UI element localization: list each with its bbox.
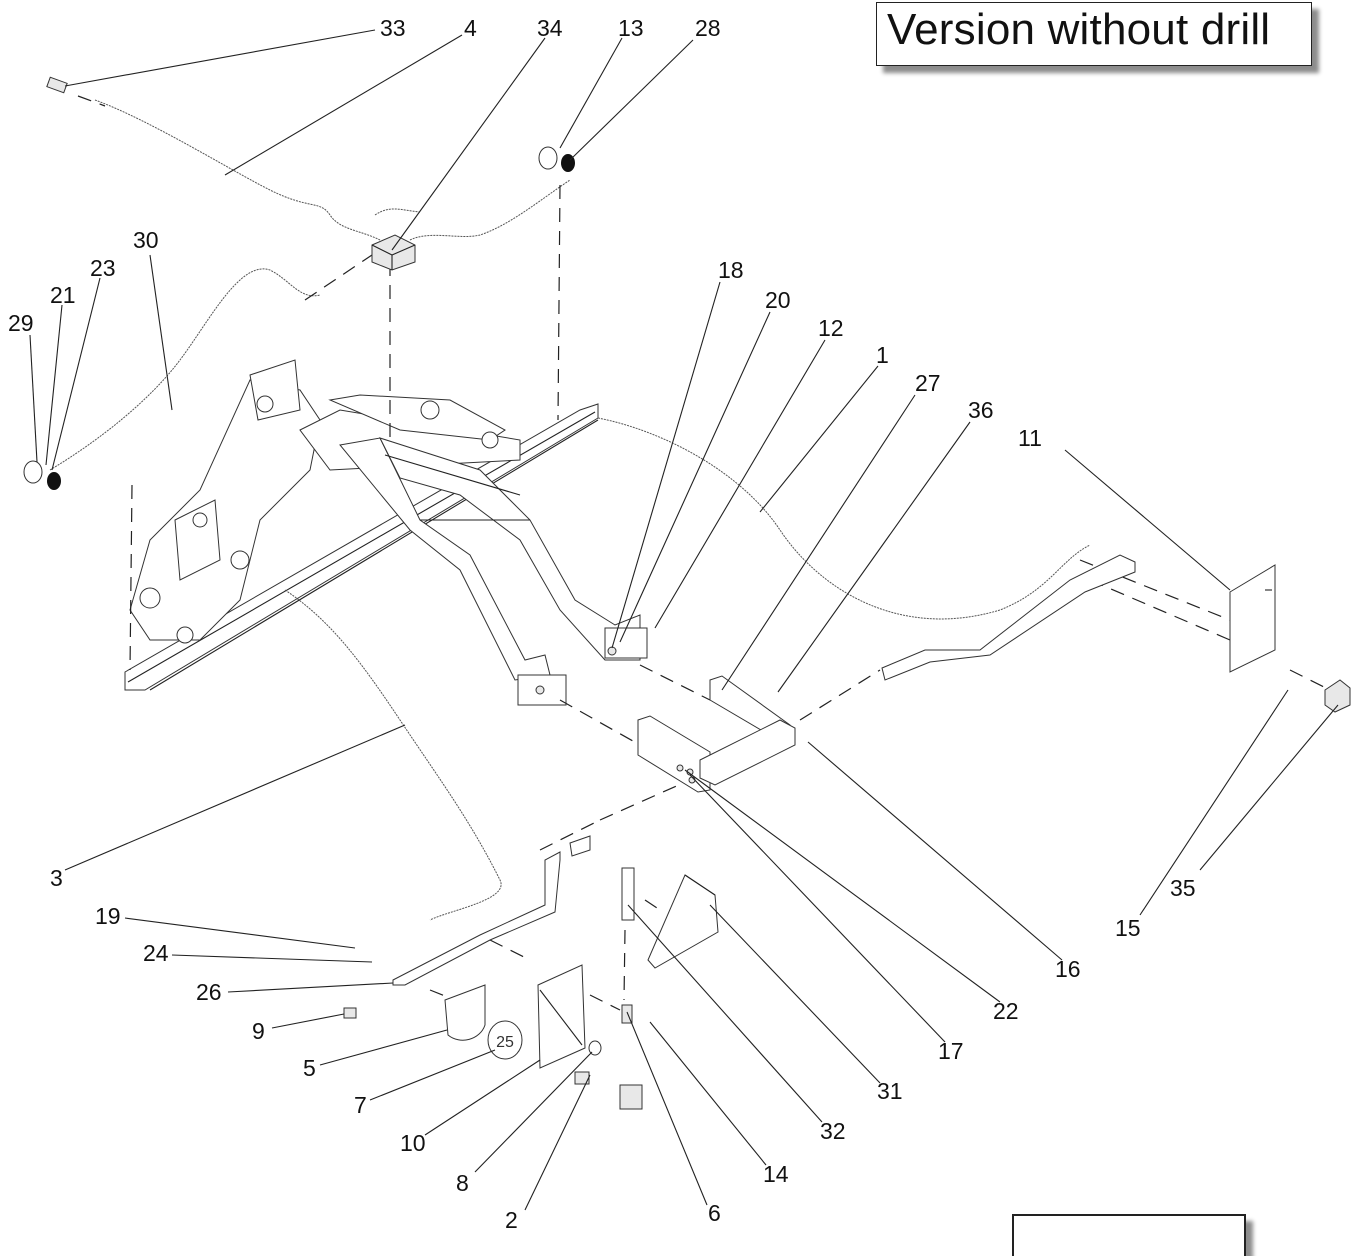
lamp-housing-35 bbox=[1324, 679, 1351, 713]
callout-35: 35 bbox=[1170, 875, 1196, 901]
callout-26: 26 bbox=[196, 979, 222, 1005]
box-31 bbox=[647, 874, 719, 969]
cable-1 bbox=[597, 417, 1091, 620]
callout-19: 19 bbox=[95, 903, 121, 929]
callout-28: 28 bbox=[695, 15, 721, 41]
cables bbox=[49, 99, 1091, 921]
callout-33: 33 bbox=[380, 15, 406, 41]
callout-1: 1 bbox=[876, 342, 889, 368]
cable-3 bbox=[284, 589, 502, 921]
clip-9 bbox=[343, 1007, 357, 1019]
cable-30 bbox=[49, 268, 321, 471]
callout-11: 11 bbox=[1018, 425, 1042, 451]
callout-20: 20 bbox=[765, 287, 791, 313]
callout-23: 23 bbox=[90, 255, 116, 281]
callout-29: 29 bbox=[8, 310, 34, 336]
crossbar-16 bbox=[699, 719, 796, 786]
callout-3: 3 bbox=[50, 865, 63, 891]
bracket-32 bbox=[621, 867, 635, 921]
callout-13: 13 bbox=[618, 15, 644, 41]
callout-labels: 33 4 34 13 28 30 23 21 29 18 20 12 1 27 … bbox=[8, 15, 1196, 1233]
callout-36: 36 bbox=[968, 397, 994, 423]
callout-9: 9 bbox=[252, 1018, 265, 1044]
callout-22: 22 bbox=[993, 998, 1019, 1024]
next-version-title-box bbox=[1012, 1214, 1246, 1256]
callout-27: 27 bbox=[915, 370, 941, 396]
connector-33 bbox=[46, 76, 68, 94]
speed-sign-7 bbox=[487, 1020, 523, 1060]
speed-sign-label: 25 bbox=[496, 1034, 514, 1051]
callout-8: 8 bbox=[456, 1170, 469, 1196]
callout-7: 7 bbox=[354, 1092, 367, 1118]
callout-34: 34 bbox=[537, 15, 563, 41]
callout-12: 12 bbox=[818, 315, 844, 341]
extension-arm-right bbox=[881, 554, 1136, 681]
arm-26 bbox=[392, 851, 561, 986]
assembly-guides bbox=[77, 95, 1331, 1011]
version-title: Version without drill bbox=[887, 5, 1271, 54]
warning-panel-10 bbox=[537, 964, 586, 1069]
lamp-23 bbox=[47, 472, 61, 490]
warning-panel-11 bbox=[1229, 564, 1276, 673]
callout-17: 17 bbox=[938, 1038, 964, 1064]
callout-5: 5 bbox=[303, 1055, 316, 1081]
callout-10: 10 bbox=[400, 1130, 426, 1156]
small-parts: 25 bbox=[23, 76, 1351, 1110]
callout-14: 14 bbox=[763, 1161, 789, 1187]
junction-box-34 bbox=[371, 234, 416, 271]
callout-18: 18 bbox=[718, 257, 744, 283]
lamp-lens-13 bbox=[538, 146, 558, 170]
cable-4 bbox=[94, 99, 381, 241]
reflector-8 bbox=[588, 1040, 602, 1056]
version-title-box: Version without drill bbox=[876, 2, 1312, 66]
callout-24: 24 bbox=[143, 940, 169, 966]
lamp-lens-29 bbox=[23, 460, 43, 484]
bracket-6 bbox=[621, 1004, 633, 1024]
callout-6: 6 bbox=[708, 1200, 721, 1226]
a-frame-left-arm bbox=[339, 437, 551, 681]
callout-16: 16 bbox=[1055, 956, 1081, 982]
callout-15: 15 bbox=[1115, 915, 1141, 941]
callout-31: 31 bbox=[877, 1078, 903, 1104]
callout-4: 4 bbox=[464, 15, 477, 41]
callout-30: 30 bbox=[133, 227, 159, 253]
callout-32: 32 bbox=[820, 1118, 846, 1144]
leader-lines bbox=[29, 29, 1339, 1211]
callout-2: 2 bbox=[505, 1207, 518, 1233]
shield-5 bbox=[444, 984, 486, 1041]
main-frame bbox=[124, 359, 648, 706]
callout-21: 21 bbox=[50, 282, 76, 308]
lamp-2 bbox=[619, 1084, 643, 1110]
